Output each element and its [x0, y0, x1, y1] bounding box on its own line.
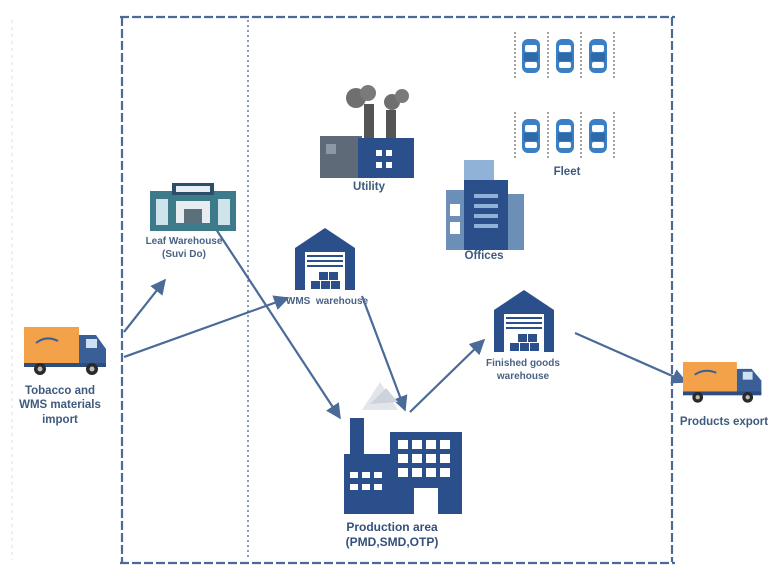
- offices-label: Offices: [464, 250, 504, 262]
- arrow-wms-to-production: [360, 295, 408, 412]
- arrow-finished-to-export: [574, 331, 688, 384]
- import-label: Tobacco and WMS materials import: [19, 385, 101, 426]
- office-building-icon: [446, 160, 524, 250]
- warehouse-building-icon: [150, 183, 236, 231]
- arrow-import-to-leaf: [123, 278, 166, 333]
- wms-warehouse-label: WMS warehouse: [285, 296, 369, 307]
- leaf-warehouse-label: Leaf Warehouse (Suvi Do): [145, 236, 223, 260]
- parking-fleet-icon: [514, 32, 615, 160]
- production-factory-icon: [344, 382, 462, 514]
- fleet-label: Fleet: [553, 166, 581, 178]
- wms-warehouse-icon: [295, 228, 355, 290]
- export-truck-icon: [683, 362, 762, 403]
- arrow-production-to-finished: [409, 338, 486, 413]
- arrow-import-to-wms: [123, 295, 290, 359]
- utility-label: Utility: [353, 181, 385, 193]
- production-area-label: Production area (PMD,SMD,OTP): [345, 520, 439, 549]
- export-label: Products export: [679, 416, 769, 428]
- flow-arrows: [123, 219, 688, 420]
- finished-goods-label: Finished goods warehouse: [486, 358, 560, 382]
- delivery-truck-icon: [24, 327, 106, 375]
- arrow-leaf-to-production: [209, 219, 341, 420]
- site-boundary: [120, 15, 675, 565]
- utility-factory-icon: [320, 85, 414, 178]
- finished-goods-warehouse-icon: [494, 290, 554, 352]
